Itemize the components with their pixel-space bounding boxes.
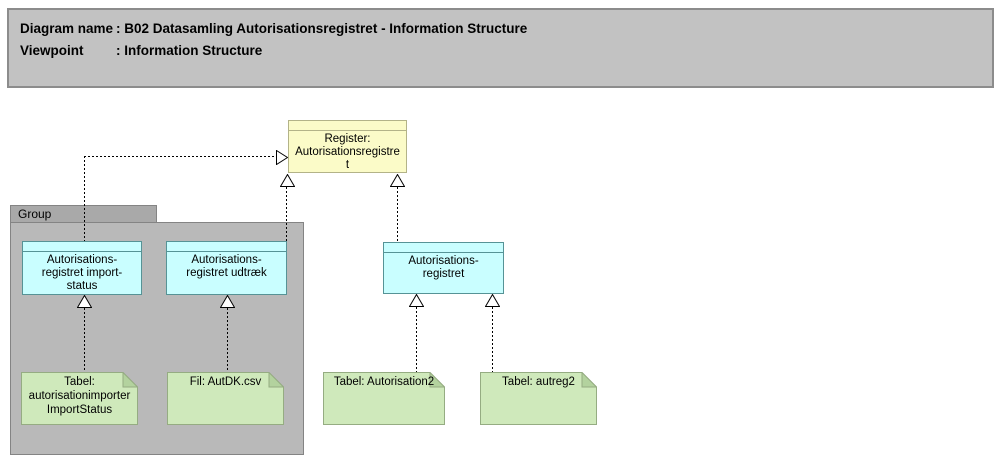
diagram-name-label: Diagram name: [20, 21, 114, 36]
realization-arrow-up-icon: [220, 295, 235, 308]
note-tabel-autorisation2[interactable]: Tabel: Autorisation2: [323, 372, 445, 425]
note-shape: [323, 372, 445, 425]
folded-corner-icon: [429, 372, 445, 388]
viewpoint-row: Viewpoint : Information Structure: [20, 40, 982, 62]
realization-arrow-up-icon: [77, 295, 92, 308]
diagram-name-row: Diagram name: B02 Datasamling Autorisati…: [20, 18, 982, 40]
folded-corner-icon: [122, 372, 138, 388]
object-header-band: [167, 242, 286, 252]
realization-line-importstatus-register-h: [84, 156, 276, 157]
folded-corner-icon: [581, 372, 597, 388]
folded-corner-icon: [268, 372, 284, 388]
realization-line-importstatus-register-v: [84, 156, 85, 241]
realization-line-note-importstatus: [84, 308, 85, 372]
realization-line-note-autdk: [227, 308, 228, 372]
object-header-band: [289, 121, 406, 131]
note-fil-autdk-csv[interactable]: Fil: AutDK.csv: [167, 372, 284, 425]
note-label: Tabel: Autorisation2: [333, 376, 435, 388]
data-object-import-status-label: Autorisations-registret import-status: [41, 254, 123, 292]
note-label: Fil: AutDK.csv: [189, 376, 262, 388]
diagram-name-value: : B02 Datasamling Autorisationsregistret…: [116, 21, 528, 36]
realization-line-autreg-register: [397, 187, 398, 242]
viewpoint-value: : Information Structure: [116, 43, 263, 58]
realization-arrow-up-icon: [280, 174, 295, 187]
object-header-band: [23, 242, 141, 252]
viewpoint-label: Viewpoint: [20, 43, 84, 58]
note-label: Tabel: autreg2: [502, 376, 575, 388]
note-shape: [480, 372, 597, 425]
note-tabel-autreg2[interactable]: Tabel: autreg2: [480, 372, 597, 425]
realization-line-udtraek-register: [286, 187, 287, 241]
data-object-udtraek-label: Autorisations-registret udtræk: [186, 254, 267, 279]
object-header-band: [384, 243, 503, 253]
diagram-title-block: Diagram name: B02 Datasamling Autorisati…: [7, 8, 994, 88]
data-object-import-status[interactable]: Autorisations-registret import-status: [22, 241, 142, 295]
realization-arrow-up-icon: [485, 294, 500, 307]
realization-line-note-autorisation2: [416, 307, 417, 372]
group-label: Group: [18, 207, 52, 221]
data-object-autorisationsregistret-label: Autorisations-registret: [408, 255, 479, 280]
note-shape: [21, 372, 138, 425]
data-object-autorisationsregistret[interactable]: Autorisations-registret: [383, 242, 504, 294]
data-object-udtraek[interactable]: Autorisations-registret udtræk: [166, 241, 287, 295]
realization-line-note-autreg2: [492, 307, 493, 372]
realization-arrow-up-icon: [409, 294, 424, 307]
realization-arrow-up-icon: [390, 174, 405, 187]
note-shape: [167, 372, 284, 425]
realization-arrow-right-icon: [276, 150, 288, 165]
